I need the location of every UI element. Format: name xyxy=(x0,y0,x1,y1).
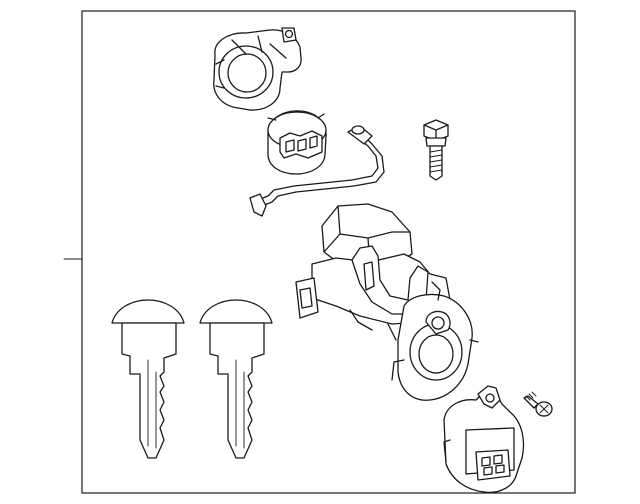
key xyxy=(111,299,185,459)
ignition-switch-connector xyxy=(267,110,327,175)
bolt xyxy=(423,119,449,181)
lock-cylinder-housing xyxy=(213,27,302,111)
wire-harness xyxy=(249,125,385,217)
screw xyxy=(523,391,553,417)
immobilizer-amplifier xyxy=(443,385,525,494)
key xyxy=(199,299,273,459)
steering-lock-assembly xyxy=(295,203,479,401)
